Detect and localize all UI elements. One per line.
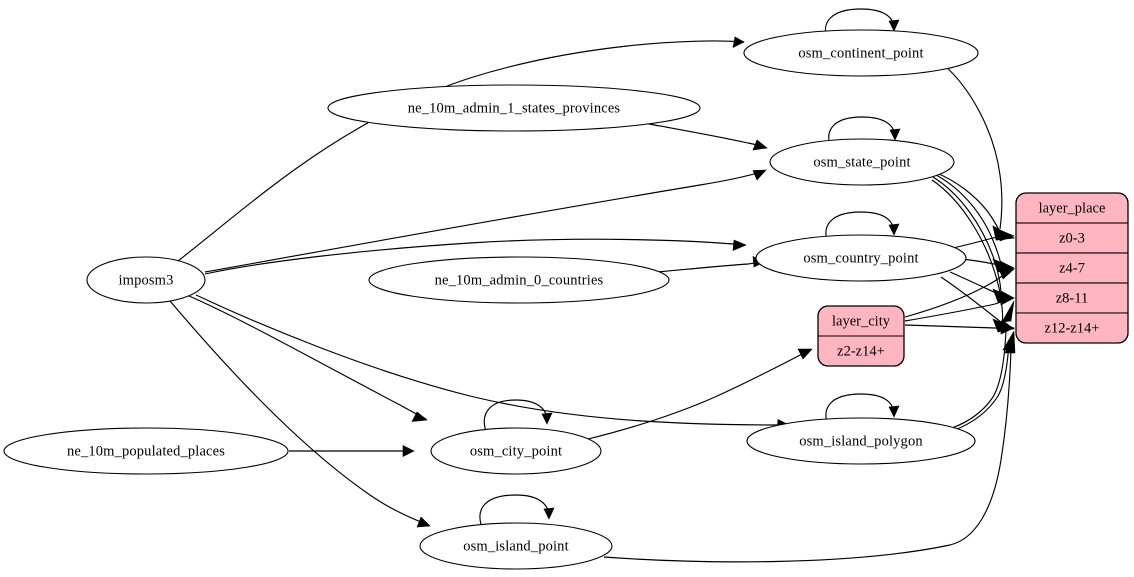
node-osm-island-polygon[interactable]: osm_island_polygon (746, 417, 976, 465)
edge-layer-city-layer-place-z4-7 (904, 268, 1015, 318)
record-layer-place-row-z0-3[interactable]: z0-3 (1059, 230, 1085, 246)
edge-osm-island-point-layer-place-z12-z14 (603, 332, 1016, 563)
edge-self-osm-island-polygon (825, 393, 900, 428)
node-osm-island-polygon-label: osm_island_polygon (799, 433, 923, 449)
edge-imposm3-osm-city-point (188, 295, 428, 422)
node-ne-places-label: ne_10m_populated_places (67, 443, 225, 459)
node-ne-countries-label: ne_10m_admin_0_countries (435, 272, 604, 288)
node-osm-state-point[interactable]: osm_state_point (769, 138, 955, 186)
record-layer-place-title: layer_place (1039, 200, 1106, 216)
edge-imposm3-osm-island-point (169, 300, 431, 528)
edge-osm-island-polygon-layer-place-z8-11 (951, 300, 1015, 429)
edge-layer (169, 8, 1016, 563)
edge-ne-countries-osm-country-point (656, 255, 765, 273)
edge-ne-places-osm-city-point (289, 445, 415, 457)
edge-layer-city-layer-place-z8-11 (904, 293, 1015, 322)
record-layer-place-row-z8-11[interactable]: z8-11 (1056, 290, 1088, 306)
edge-layer-city-layer-place-z12-z14 (904, 322, 1015, 335)
record-layer-place-row-z12-z14[interactable]: z12-z14+ (1045, 320, 1100, 336)
edge-self-osm-city-point (483, 399, 553, 435)
edge-osm-island-polygon-layer-place-z12-z14 (954, 330, 1015, 431)
record-layer-city[interactable]: layer_city z2-z14+ (817, 305, 905, 367)
edge-imposm3-osm-island-polygon (195, 294, 790, 431)
node-osm-city-point-label: osm_city_point (470, 443, 562, 459)
node-osm-country-point[interactable]: osm_country_point (755, 234, 967, 282)
edge-imposm3-osm-state-point (204, 169, 767, 273)
node-imposm3-label: imposm3 (118, 272, 173, 288)
node-ne-10m-admin-0-countries[interactable]: ne_10m_admin_0_countries (368, 256, 670, 304)
edge-ne-states-osm-state-point (648, 123, 768, 151)
record-layer-city-title: layer_city (832, 313, 891, 329)
node-osm-continent-point-label: osm_continent_point (798, 45, 923, 61)
node-osm-state-point-label: osm_state_point (813, 154, 910, 170)
edge-self-osm-state-point (828, 116, 901, 151)
edge-self-osm-country-point (825, 211, 900, 246)
node-ne-10m-admin-1-states-provinces[interactable]: ne_10m_admin_1_states_provinces (327, 84, 701, 132)
edge-self-osm-continent-point (824, 8, 900, 41)
record-layer-city-row-z2-z14[interactable]: z2-z14+ (837, 343, 885, 359)
edge-imposm3-osm-continent-point (177, 36, 745, 262)
edge-self-osm-island-point (479, 494, 555, 531)
node-osm-continent-point[interactable]: osm_continent_point (743, 29, 979, 77)
record-layer: layer_place z0-3 z4-7 z8-11 z12-z14+ lay… (817, 192, 1129, 367)
node-layer: imposm3 ne_10m_admin_1_states_provinces … (3, 29, 979, 570)
edge-osm-country-point-layer-place-z0-3 (952, 229, 1015, 249)
node-ne-states-label: ne_10m_admin_1_states_provinces (408, 100, 621, 116)
record-layer-place[interactable]: layer_place z0-3 z4-7 z8-11 z12-z14+ (1015, 192, 1129, 344)
node-ne-10m-populated-places[interactable]: ne_10m_populated_places (3, 427, 289, 475)
node-osm-country-point-label: osm_country_point (803, 250, 918, 266)
node-osm-island-point-label: osm_island_point (463, 538, 569, 554)
edge-imposm3-osm-country-point (204, 238, 747, 275)
node-osm-island-point[interactable]: osm_island_point (419, 522, 613, 570)
edge-osm-city-point-layer-city-z2-z14 (583, 348, 813, 441)
node-imposm3[interactable]: imposm3 (86, 256, 206, 304)
node-osm-city-point[interactable]: osm_city_point (430, 427, 602, 475)
record-layer-place-row-z4-7[interactable]: z4-7 (1059, 260, 1085, 276)
